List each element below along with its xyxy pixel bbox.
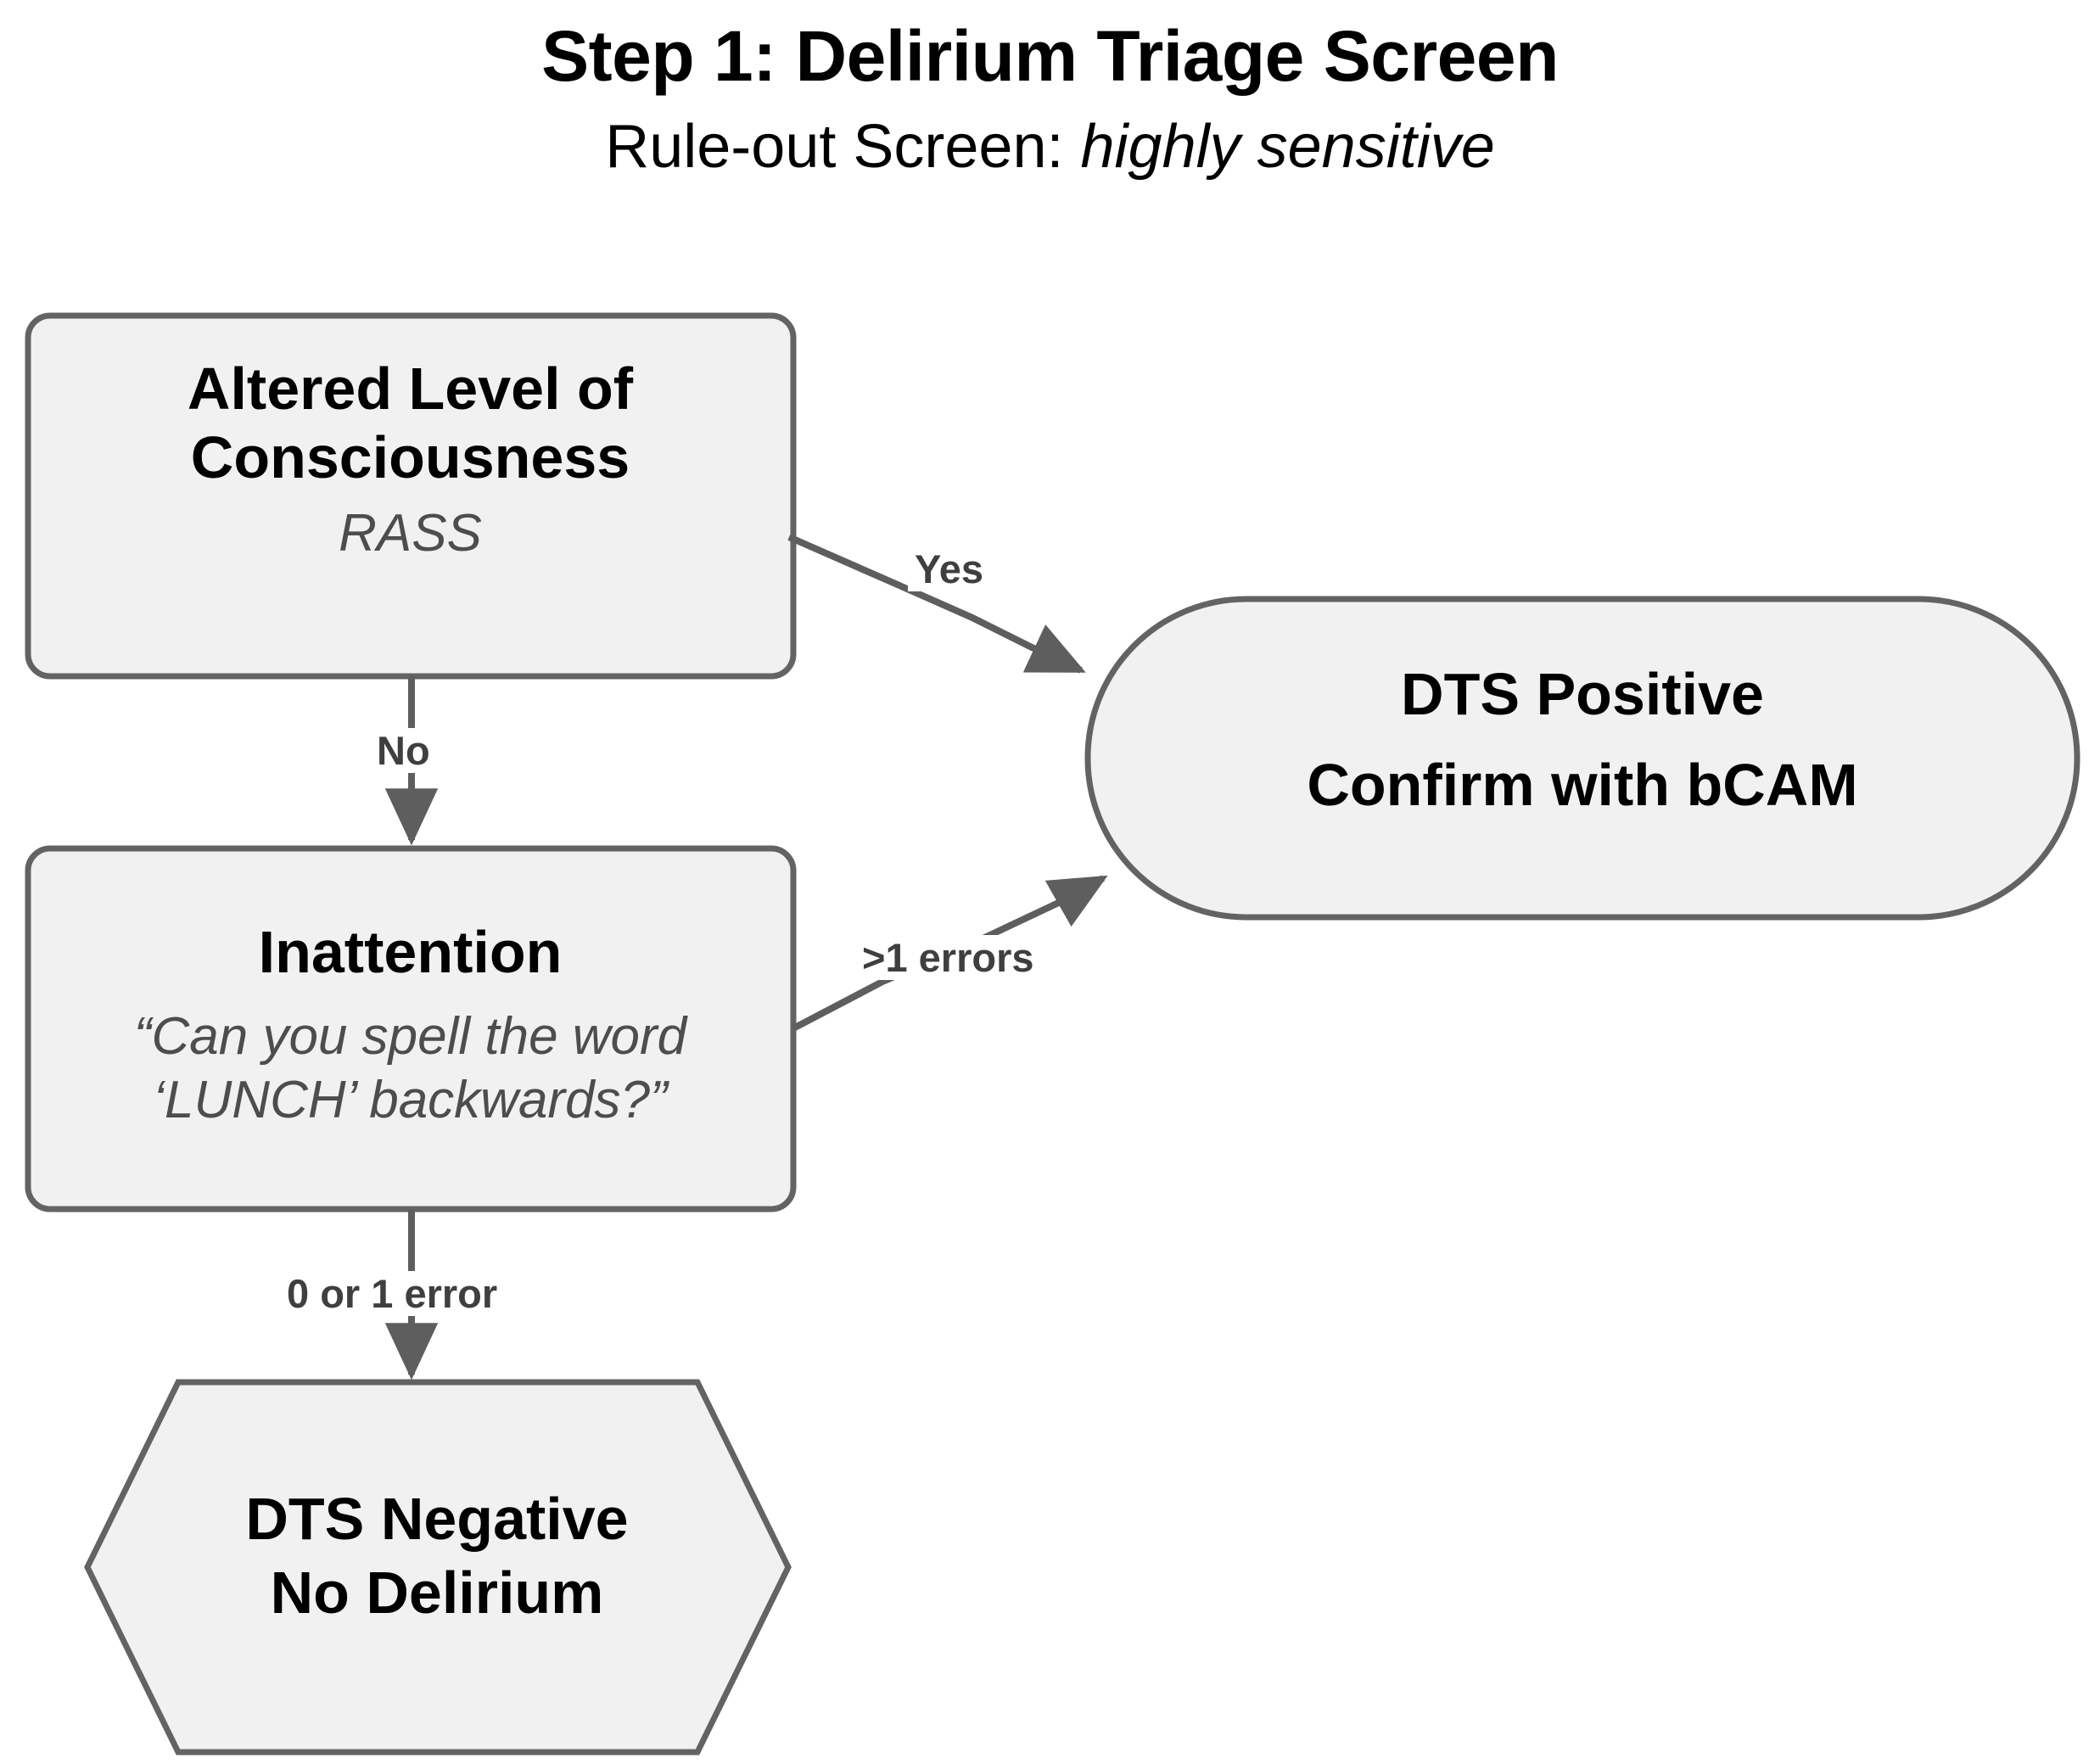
node-dts-negative[interactable] [84,1379,792,1756]
edge-label-0-or-1-error: 0 or 1 error [280,1271,505,1317]
subtitle-prefix: Rule-out Screen: [605,113,1081,182]
subtitle-emphasis: highly sensitive [1080,113,1495,182]
edge-label-gt1-errors: >1 errors [855,935,1041,981]
node-inattention[interactable] [25,845,797,1212]
node-dts-positive[interactable] [1084,596,2080,921]
node-altered-level-of-consciousness[interactable] [25,312,797,680]
heading-block: Step 1: Delirium Triage Screen Rule-out … [0,0,2100,180]
edge-alc-to-dts-positive [787,534,1086,674]
page-subtitle: Rule-out Screen: highly sensitive [0,93,2100,180]
edge-label-no: No [370,728,437,774]
page-title: Step 1: Delirium Triage Screen [541,16,1559,96]
edge-label-yes: Yes [908,546,991,592]
